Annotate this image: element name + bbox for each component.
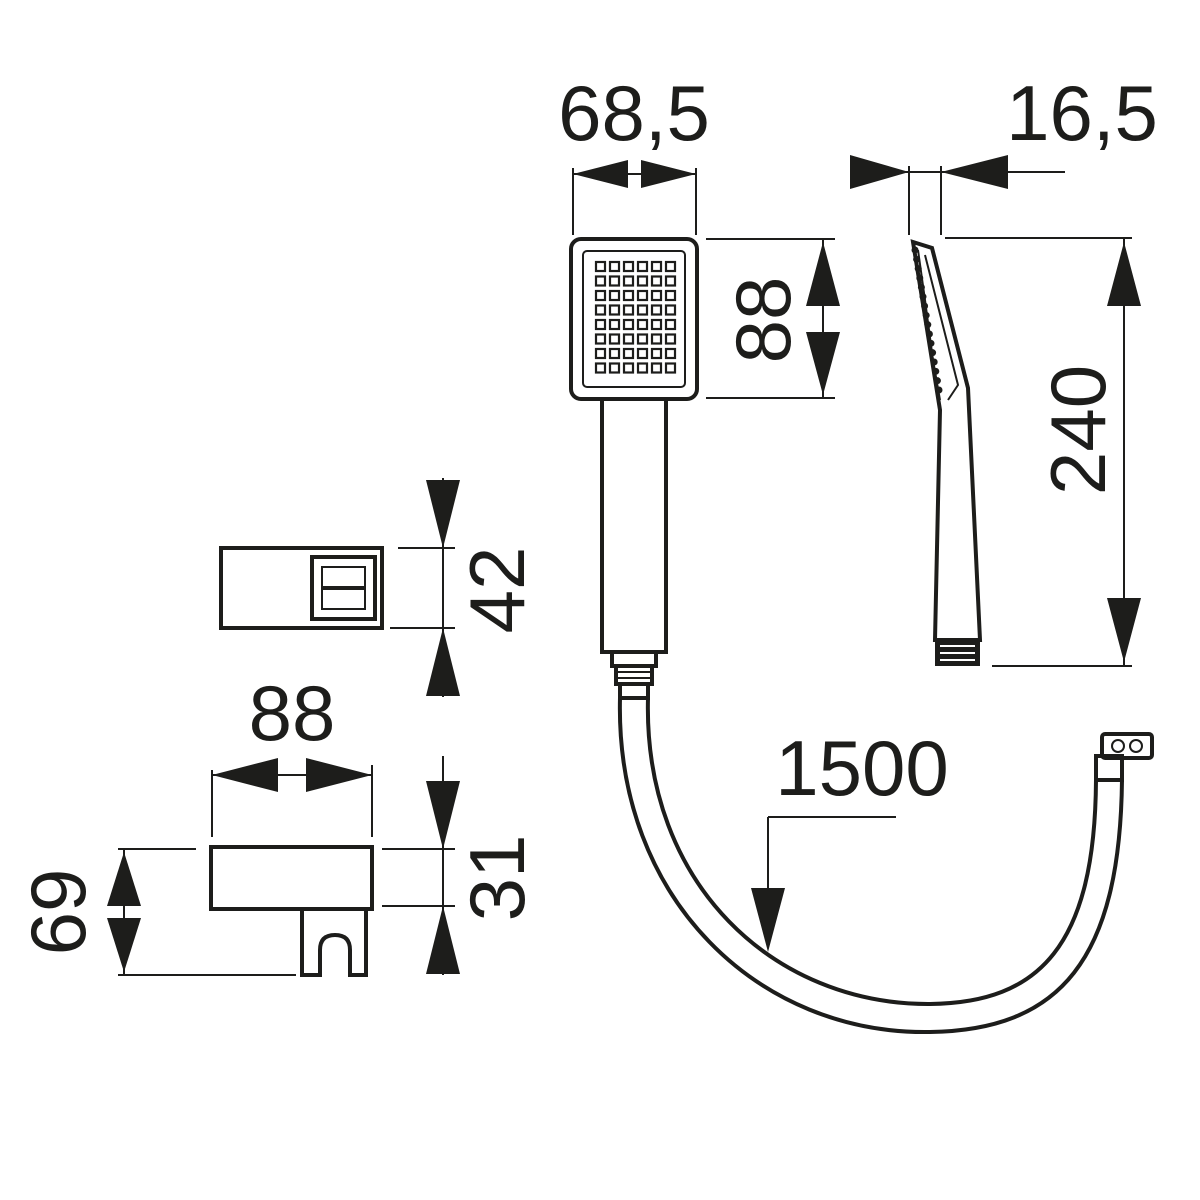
- nozzle: [636, 347, 649, 360]
- wall-holder: [219, 546, 384, 630]
- spray-face-ridges: [911, 246, 943, 394]
- hand-shower-front-view: [569, 237, 699, 700]
- dim-label-bracket-depth: 69: [14, 869, 102, 956]
- nozzle: [650, 362, 663, 374]
- nozzle: [650, 347, 663, 360]
- nozzle: [650, 333, 663, 345]
- dim-label-hose-length: 1500: [775, 724, 949, 812]
- nozzle: [664, 362, 677, 374]
- spray-ridge: [913, 255, 921, 263]
- spray-ridge: [932, 367, 940, 375]
- spray-ridge: [919, 293, 927, 301]
- spray-ridge: [911, 246, 919, 254]
- nozzle: [650, 304, 663, 316]
- nozzle: [608, 289, 621, 302]
- nozzle: [636, 275, 649, 287]
- dimension-hose-length: 1500: [751, 724, 949, 952]
- nozzle: [650, 260, 663, 273]
- dimension-total-length: 240: [945, 237, 1141, 667]
- nozzle: [636, 333, 649, 345]
- nozzle: [622, 333, 635, 345]
- spray-ridge: [917, 283, 925, 291]
- nozzle: [594, 318, 607, 331]
- dim-label-bracket-height: 31: [453, 835, 541, 922]
- dimension-bracket-depth: 69: [14, 848, 296, 976]
- nozzle: [664, 333, 677, 345]
- dim-label-head-height: 88: [719, 277, 807, 364]
- nozzle: [608, 362, 621, 374]
- nozzle: [664, 275, 677, 287]
- nozzle: [594, 275, 607, 287]
- nozzle: [636, 304, 649, 316]
- nozzle: [650, 289, 663, 302]
- nozzle: [608, 347, 621, 360]
- shower-hose: [617, 697, 1154, 1035]
- nozzle: [664, 318, 677, 331]
- nozzle: [622, 260, 635, 273]
- dim-label-head-depth: 16,5: [1006, 69, 1158, 157]
- dimension-head-height: 88: [706, 238, 840, 399]
- nozzle: [664, 260, 677, 273]
- nozzle: [608, 333, 621, 345]
- spray-ridge: [930, 358, 938, 366]
- hand-shower-side-view: [910, 239, 983, 666]
- spray-ridge: [924, 321, 932, 329]
- nozzle: [622, 362, 635, 374]
- nozzle: [594, 347, 607, 360]
- dim-label-head-width: 68,5: [558, 69, 710, 157]
- nozzle: [594, 333, 607, 345]
- nozzle: [622, 275, 635, 287]
- dim-label-total-length: 240: [1034, 365, 1122, 495]
- nozzle: [622, 304, 635, 316]
- nozzle: [664, 304, 677, 316]
- dimension-holder-height: 42: [390, 478, 541, 697]
- nozzle: [608, 275, 621, 287]
- spray-ridge: [935, 386, 943, 394]
- wall-bracket: [209, 845, 374, 977]
- dim-label-holder-height: 42: [453, 547, 541, 634]
- spray-ridge: [921, 302, 929, 310]
- dim-label-bracket-width: 88: [249, 669, 336, 757]
- spray-ridge: [933, 377, 941, 385]
- nozzle: [650, 318, 663, 331]
- nozzle: [622, 347, 635, 360]
- spray-ridge: [916, 274, 924, 282]
- nozzle: [636, 260, 649, 273]
- nozzle: [594, 362, 607, 374]
- nozzle: [594, 289, 607, 302]
- nozzle: [636, 362, 649, 374]
- nozzle: [622, 318, 635, 331]
- nozzle: [636, 318, 649, 331]
- spray-ridge: [922, 311, 930, 319]
- spray-ridge: [925, 330, 933, 338]
- nozzle: [664, 289, 677, 302]
- dimension-bracket-height: 31: [382, 756, 541, 975]
- nozzle: [608, 260, 621, 273]
- nozzle: [594, 304, 607, 316]
- nozzle: [608, 318, 621, 331]
- spray-ridge: [927, 339, 935, 347]
- dimension-head-width: 68,5: [558, 69, 710, 235]
- dimension-head-depth: 16,5: [850, 69, 1158, 235]
- nozzle: [622, 289, 635, 302]
- spray-ridge: [929, 349, 937, 357]
- dimension-bracket-width: 88: [211, 669, 373, 837]
- nozzle: [636, 289, 649, 302]
- nozzle: [608, 304, 621, 316]
- nozzle: [650, 275, 663, 287]
- nozzle: [664, 347, 677, 360]
- nozzle-grid: [594, 260, 677, 374]
- spray-ridge: [914, 265, 922, 273]
- nozzle: [594, 260, 607, 273]
